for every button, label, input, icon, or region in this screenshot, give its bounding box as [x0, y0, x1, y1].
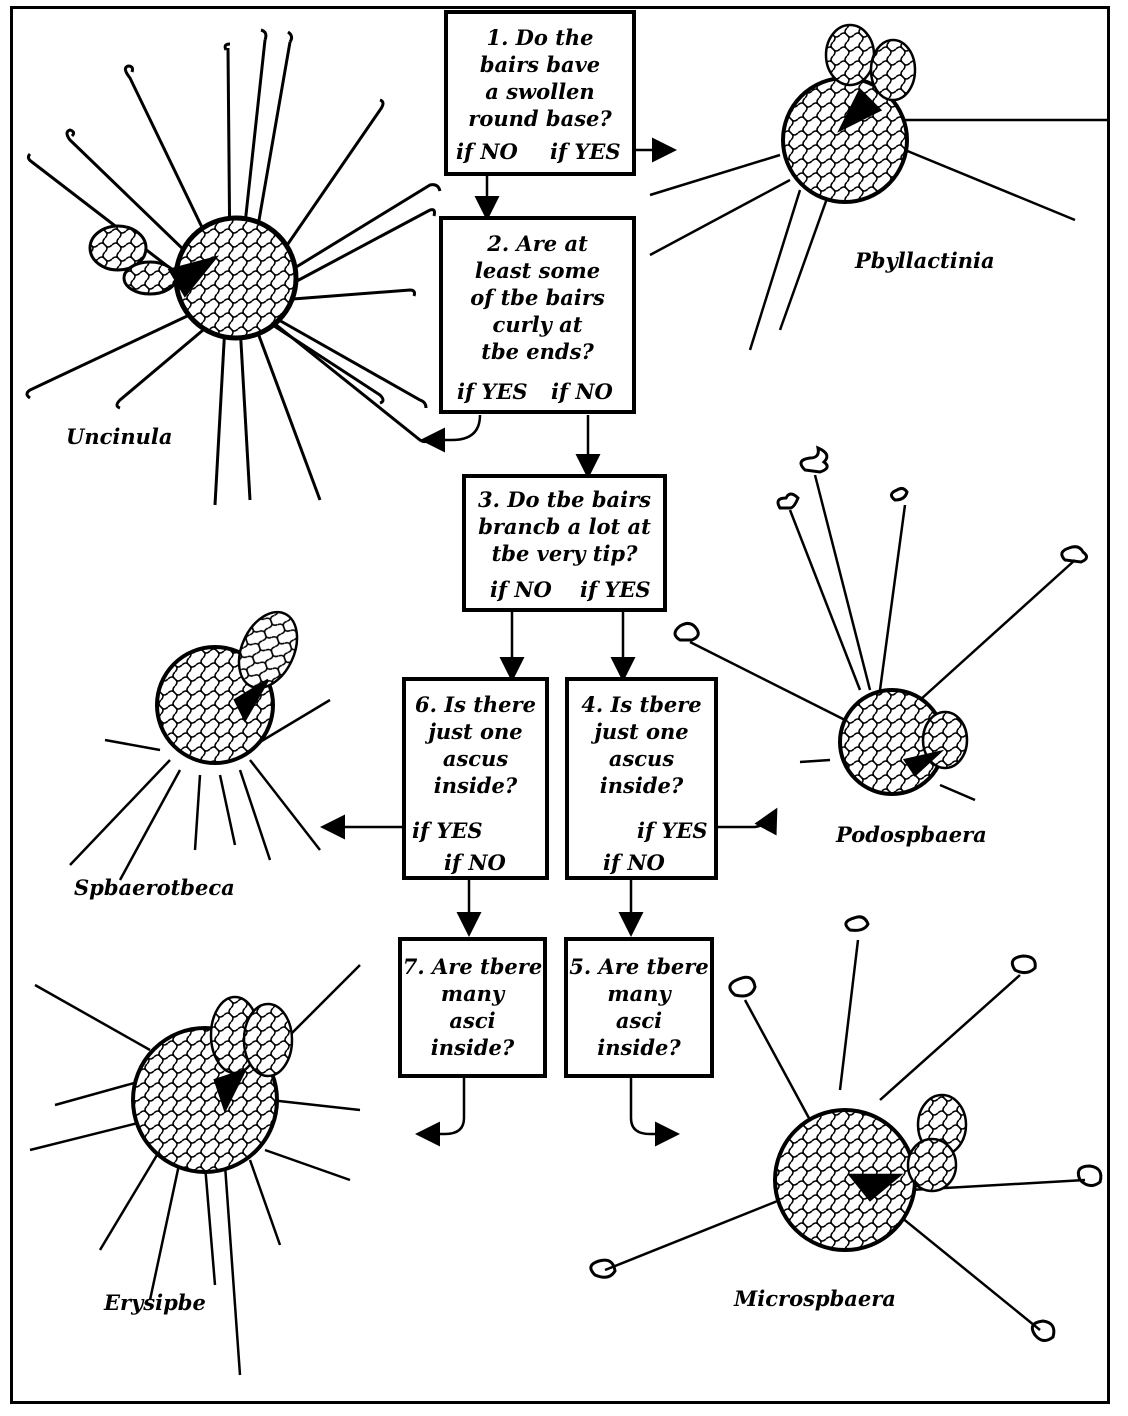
- question-2-line-2: least some: [443, 257, 632, 284]
- question-6-line-3: ascus: [406, 745, 545, 772]
- question-6-line-1: 6. Is there: [406, 691, 545, 718]
- question-1-box: 1. Do the bairs bave a swollen round bas…: [444, 10, 636, 176]
- question-6-box: 6. Is there just one ascus inside? if YE…: [402, 677, 549, 880]
- question-4-box: 4. Is tbere just one ascus inside? if YE…: [565, 677, 718, 880]
- question-1-no-answer: if NO: [456, 138, 518, 165]
- question-3-box: 3. Do tbe bairs brancb a lot at tbe very…: [462, 474, 667, 612]
- question-5-line-4: inside?: [568, 1034, 710, 1061]
- question-2-box: 2. Are at least some of tbe bairs curly …: [439, 216, 636, 414]
- question-1-line-2: bairs bave: [448, 51, 632, 78]
- question-3-line-3: tbe very tip?: [466, 540, 663, 567]
- question-5-line-2: many: [568, 980, 710, 1007]
- question-1-line-1: 1. Do the: [448, 24, 632, 51]
- question-6-yes-answer: if YES: [412, 817, 483, 844]
- question-2-line-4: curly at: [443, 311, 632, 338]
- question-6-line-4: inside?: [406, 772, 545, 799]
- question-3-line-1: 3. Do tbe bairs: [466, 486, 663, 513]
- question-2-line-1: 2. Are at: [443, 230, 632, 257]
- question-4-no-answer: if NO: [603, 849, 665, 876]
- question-7-line-1: 7. Are tbere: [402, 953, 543, 980]
- question-1-line-4: round base?: [448, 105, 632, 132]
- question-7-box: 7. Are tbere many asci inside?: [398, 937, 547, 1078]
- question-2-yes-answer: if YES: [457, 378, 528, 405]
- question-5-box: 5. Are tbere many asci inside?: [564, 937, 714, 1078]
- question-2-line-5: tbe ends?: [443, 338, 632, 365]
- label-uncinula: Uncinula: [66, 424, 172, 449]
- arrow-q5: [631, 1078, 675, 1134]
- question-3-line-2: brancb a lot at: [466, 513, 663, 540]
- question-7-line-4: inside?: [402, 1034, 543, 1061]
- question-2-no-answer: if NO: [551, 378, 613, 405]
- question-4-yes-answer: if YES: [637, 817, 708, 844]
- question-3-yes-answer: if YES: [580, 576, 651, 603]
- arrow-q7: [420, 1078, 464, 1134]
- question-5-line-1: 5. Are tbere: [568, 953, 710, 980]
- question-7-line-2: many: [402, 980, 543, 1007]
- label-phyllactinia: Pbyllactinia: [855, 248, 995, 273]
- question-5-line-3: asci: [568, 1007, 710, 1034]
- arrow-q2-yes: [425, 415, 480, 440]
- label-podosphaera: Podospbaera: [836, 822, 987, 847]
- question-1-line-3: a swollen: [448, 78, 632, 105]
- question-2-line-3: of tbe bairs: [443, 284, 632, 311]
- question-6-no-answer: if NO: [444, 849, 506, 876]
- label-sphaerotheca: Spbaerotbeca: [74, 875, 235, 900]
- question-4-line-3: ascus: [569, 745, 714, 772]
- label-microsphaera: Microspbaera: [734, 1286, 896, 1311]
- question-4-line-1: 4. Is tbere: [569, 691, 714, 718]
- question-1-yes-answer: if YES: [550, 138, 621, 165]
- label-erysiphe: Erysipbe: [104, 1290, 206, 1315]
- question-7-line-3: asci: [402, 1007, 543, 1034]
- question-4-line-2: just one: [569, 718, 714, 745]
- question-4-line-4: inside?: [569, 772, 714, 799]
- question-6-line-2: just one: [406, 718, 545, 745]
- question-3-no-answer: if NO: [490, 576, 552, 603]
- arrow-q4-yes: [718, 812, 775, 827]
